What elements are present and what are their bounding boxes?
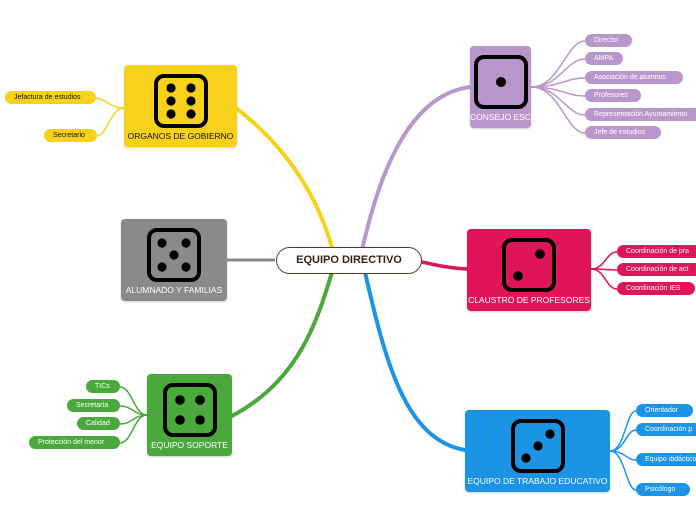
node-label: EQUIPO DE TRABAJO EDUCATIVO	[467, 476, 608, 486]
subtopic-ampa[interactable]: AMPA	[585, 52, 623, 65]
subtopic-coordinacion-p[interactable]: Coordinación p	[636, 423, 696, 436]
subtopic-jefe-de-estudios[interactable]: Jefe de estudios	[585, 126, 661, 139]
node-organos-de-gobierno[interactable]: ORGANOS DE GOBIERNO	[124, 65, 237, 147]
node-label: CLAUSTRO DE PROFESORES	[468, 295, 590, 305]
subtopic-equipo-didactico[interactable]: Equipo didáctico	[636, 453, 696, 466]
dice-one-icon	[473, 55, 528, 109]
node-equipo-soporte[interactable]: EQUIPO SOPORTE	[147, 374, 232, 456]
dice-two-icon	[502, 238, 556, 292]
subtopic-calidad[interactable]: Calidad	[77, 417, 120, 430]
node-label: ALUMNADO Y FAMILIAS	[125, 285, 223, 295]
subtopic-profesores[interactable]: Profesores	[585, 89, 641, 102]
dice-six-icon	[153, 74, 208, 128]
subtopic-tics[interactable]: TICs	[86, 380, 120, 393]
subtopic-coordinacion-de-actividades[interactable]: Coordinación de act	[617, 263, 696, 276]
subtopic-director[interactable]: Director	[585, 34, 632, 47]
node-claustro-de-profesores[interactable]: CLAUSTRO DE PROFESORES	[467, 229, 591, 311]
subtopic-coordinacion-ies[interactable]: Coordinación IES	[617, 282, 695, 295]
node-equipo-de-trabajo-educativo[interactable]: EQUIPO DE TRABAJO EDUCATIVO	[465, 410, 610, 492]
subtopic-psicologo[interactable]: Psicólogo	[636, 483, 690, 496]
central-topic[interactable]: EQUIPO DIRECTIVO	[276, 247, 422, 274]
dice-four-icon	[162, 383, 217, 437]
subtopic-proteccion-del-menor[interactable]: Protección del menor	[29, 436, 120, 449]
subtopic-asociacion-de-alumnos[interactable]: Asociación de alumnos	[585, 71, 683, 84]
subtopic-coordinacion-de-practicas[interactable]: Coordinación de pra	[617, 245, 696, 258]
dice-five-icon	[147, 228, 201, 282]
node-consejo-escolar[interactable]: CONSEJO ESCOLAR	[470, 46, 555, 128]
dice-three-icon	[510, 419, 565, 473]
subtopic-secretario[interactable]: Secretario	[44, 129, 97, 142]
subtopic-representacion-ayuntamiento[interactable]: Representación Ayuntamiento	[585, 108, 696, 121]
node-label: CONSEJO ESCOLAR	[470, 112, 555, 122]
node-alumnado-y-familias[interactable]: ALUMNADO Y FAMILIAS	[121, 219, 227, 301]
node-label: EQUIPO SOPORTE	[151, 440, 228, 450]
subtopic-secretaria[interactable]: Secretaría	[67, 399, 120, 412]
subtopic-orientador[interactable]: Orientador	[636, 404, 693, 417]
subtopic-jefactura-de-estudios[interactable]: Jefactura de estudios	[5, 91, 96, 104]
node-label: ORGANOS DE GOBIERNO	[127, 131, 234, 141]
